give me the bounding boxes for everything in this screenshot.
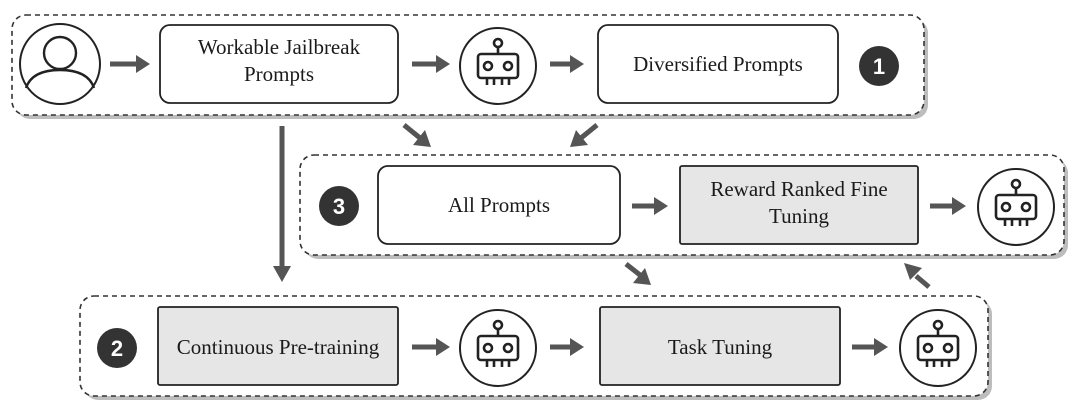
node-all-prompts: All Prompts [377,165,621,245]
reward-ranked-line1: Reward Ranked Fine [710,177,887,201]
arrow-workable-to-robot [412,55,450,73]
arrow-workable-to-stage3 [402,123,431,147]
node-diversified-prompts: Diversified Prompts [597,24,839,104]
stage2-badge: 2 [97,328,137,368]
arrow-all-to-reward [632,197,668,215]
node-continuous-pretraining: Continuous Pre-training [157,306,399,386]
stage2-number: 2 [111,336,123,361]
task-tuning-label: Task Tuning [668,335,773,359]
continuous-pretraining-label: Continuous Pre-training [177,335,380,359]
user-icon [19,23,101,105]
stage1-badge: 1 [859,46,899,86]
arrow-robot-to-task-tuning [550,338,584,356]
robot-icon [977,168,1055,246]
node-task-tuning: Task Tuning [599,306,841,386]
stage3-badge: 3 [319,186,359,226]
arrow-pretraining-to-robot [412,338,450,356]
stage3-number: 3 [333,194,345,219]
arrow-diversified-to-stage3 [570,123,599,147]
robot-icon [459,27,537,105]
workable-jailbreak-line2: Prompts [244,62,314,86]
reward-ranked-line2: Tuning [769,204,829,228]
node-workable-jailbreak-prompts: Workable Jailbreak Prompts [159,24,399,104]
arrow-reward-to-robot [930,197,966,215]
stage1-number: 1 [873,54,885,79]
arrow-stage1-to-stage2 [273,126,291,282]
diversified-prompts-label: Diversified Prompts [633,52,803,76]
arrow-user-to-workable [110,55,150,73]
arrow-stage2-to-reward [904,263,931,289]
robot-icon [459,309,537,387]
arrow-task-tuning-to-robot [852,338,888,356]
workable-jailbreak-line1: Workable Jailbreak [198,35,361,59]
arrow-stage3-to-task-tuning [624,262,651,285]
node-reward-ranked-fine-tuning: Reward Ranked Fine Tuning [679,165,919,245]
robot-icon [899,309,977,387]
arrow-robot-to-diversified [550,55,584,73]
all-prompts-label: All Prompts [448,193,550,217]
